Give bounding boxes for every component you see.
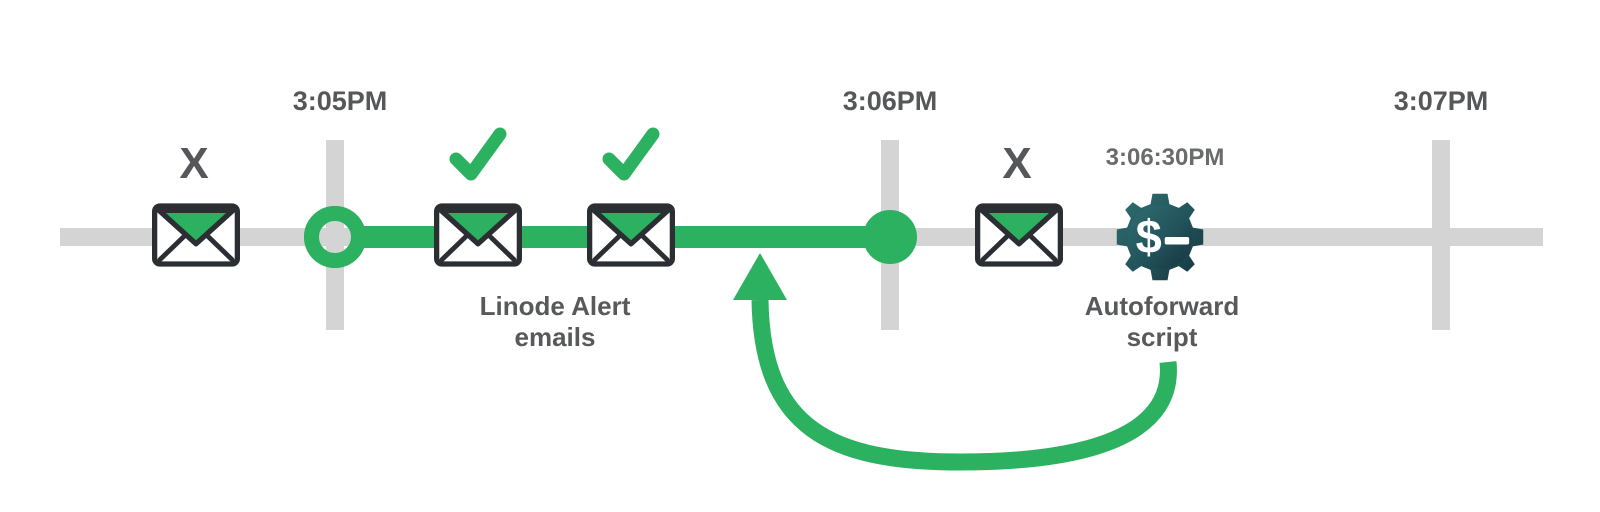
- linode-alert-label-line2: emails: [515, 322, 596, 352]
- envelope-icon-blocked-2[interactable]: [978, 206, 1061, 264]
- autoforward-feedback-arrow: [733, 253, 1177, 471]
- autoforward-label-line2: script: [1127, 322, 1198, 352]
- ring-marker-line-showthrough: [319, 228, 351, 246]
- tick-label-305: 3:05PM: [293, 86, 388, 116]
- tick-mark-307: [1432, 140, 1450, 330]
- ring-marker-ring-icon: [304, 206, 366, 268]
- autoforward-label-line1: Autoforward: [1085, 291, 1240, 321]
- check-mark-icon-2: [609, 134, 653, 174]
- timeline-axis: [60, 140, 1543, 330]
- autoforward-time-label: 3:06:30PM: [1106, 144, 1225, 171]
- event-ring-marker-305[interactable]: [304, 206, 366, 268]
- linode-alert-label-line1: Linode Alert: [480, 291, 631, 321]
- envelope-icon-delivered-1[interactable]: [437, 206, 520, 264]
- envelope-icon-blocked-1[interactable]: [155, 206, 238, 264]
- dot-marker-icon: [863, 210, 917, 264]
- gear-dollar-icon[interactable]: [1116, 193, 1204, 281]
- tick-label-307: 3:07PM: [1394, 86, 1489, 116]
- event-email-blocked-1[interactable]: X: [155, 139, 238, 264]
- envelope-icon-delivered-2[interactable]: [590, 206, 673, 264]
- feedback-arrow-head-icon: [733, 253, 787, 300]
- event-linode-alert-email-1[interactable]: [437, 134, 520, 264]
- check-mark-icon-1: [456, 134, 500, 174]
- tick-label-306: 3:06PM: [843, 86, 938, 116]
- x-mark-icon-left: X: [179, 139, 208, 188]
- event-dot-marker-306[interactable]: [863, 210, 917, 264]
- x-mark-icon-right: X: [1002, 139, 1031, 188]
- event-email-blocked-2[interactable]: X: [978, 139, 1061, 264]
- event-linode-alert-email-2[interactable]: [590, 134, 673, 264]
- event-autoforward-script[interactable]: 3:06:30PM Autoforward script: [1085, 144, 1240, 352]
- feedback-arrow-curve: [751, 299, 1177, 471]
